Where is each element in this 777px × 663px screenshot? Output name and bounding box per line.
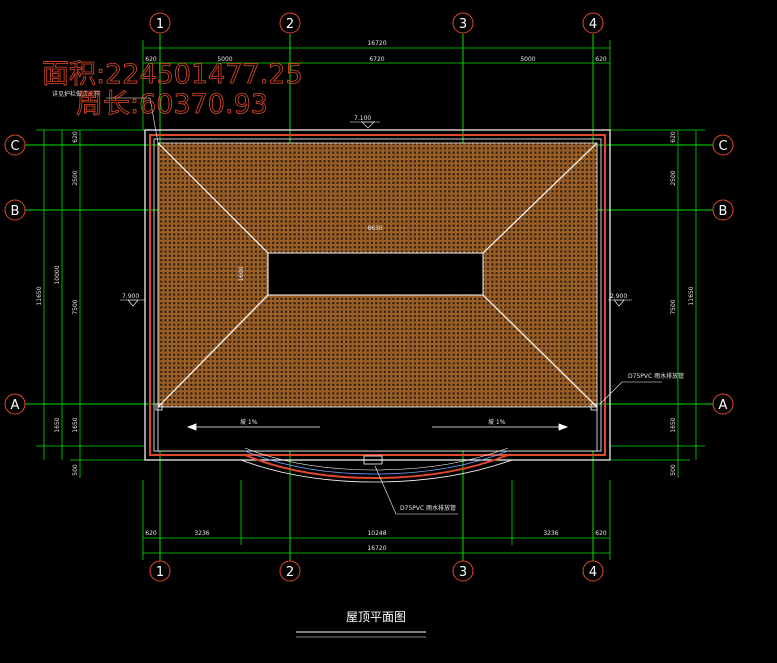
dim-top-overhang-right: 620 [595, 56, 607, 63]
axis-label-col-2-bottom: 2 [286, 565, 294, 580]
top-dimension-labels: 16720 620 5000 6720 5000 620 [145, 40, 607, 63]
elevation-left: 7.900 [122, 293, 139, 300]
drawing-title-block: 屋顶平面图 [296, 610, 426, 638]
dim-top-total: 16720 [367, 40, 386, 47]
area-readout: 面积:224501477.25 [42, 59, 303, 90]
note-railing-detail: 详见护栏做法大样 [52, 90, 100, 98]
roof-opening [267, 252, 484, 296]
perimeter-readout: 周长:60370.93 [76, 89, 268, 120]
axis-label-col-4-bottom: 4 [589, 565, 597, 580]
dim-left-span-cb: 2500 [72, 170, 79, 185]
dim-left-bottom: 500 [72, 464, 79, 476]
axis-label-row-c-left: C [10, 139, 19, 154]
dim-opening-width: 8630 [367, 225, 382, 232]
dim-right-span-ba: 7500 [670, 299, 677, 314]
grid-bubble-labels: 1 2 3 4 1 2 3 4 C B A C B A [10, 17, 727, 580]
dim-bottom-overhang-right: 620 [595, 530, 607, 537]
bottom-dimension-labels: 620 3236 10248 3236 620 16720 [145, 530, 607, 552]
measurement-overlay: 面积:224501477.25 周长:60370.93 [42, 59, 303, 121]
dim-left-total: 11650 [36, 286, 43, 305]
dim-right-overhang-top: 620 [670, 131, 677, 143]
dim-right-span-cb: 2500 [670, 170, 677, 185]
axis-label-row-c-right: C [718, 139, 727, 154]
dim-top-overhang-left: 620 [145, 56, 157, 63]
dim-left-span-a: 1650 [72, 417, 79, 432]
axis-label-row-b-right: B [719, 204, 728, 219]
dim-bottom-span-mid: 10248 [367, 530, 386, 537]
dim-right-total: 11650 [688, 286, 695, 305]
axis-label-row-a-left: A [11, 398, 20, 413]
dim-top-span-left: 5000 [217, 56, 232, 63]
dim-left-span-a-outer: 1650 [54, 417, 61, 432]
elevation-top: 7.100 [354, 115, 371, 122]
dim-right-span-a: 1650 [670, 417, 677, 432]
right-dimension-labels: 620 2500 7500 1650 500 11650 [670, 131, 695, 476]
dim-opening-height: 1600 [238, 266, 245, 281]
axis-label-col-3-bottom: 3 [459, 565, 467, 580]
dim-bottom-overhang-left: 620 [145, 530, 157, 537]
elevation-right: 2.900 [610, 293, 627, 300]
dim-left-overhang-top: 620 [72, 131, 79, 143]
curved-front-edge [150, 454, 605, 480]
dim-left-span-ba: 7500 [72, 299, 79, 314]
slope-label-left: 坡 1% [240, 418, 258, 426]
slope-label-right: 坡 1% [488, 418, 506, 426]
dim-bottom-span-left: 3236 [194, 530, 209, 537]
dim-top-span-right: 5000 [520, 56, 535, 63]
axis-label-row-a-right: A [719, 398, 728, 413]
left-dimension-labels: 620 2500 7500 1650 500 10000 1650 11650 [36, 131, 79, 476]
annotations: 7.100 7.900 2.900 详见护栏做法大样 坡 1% 坡 1% D75… [52, 90, 684, 512]
drain-note-right: D75PVC 雨水排放管 [628, 372, 684, 380]
axis-label-col-1-top: 1 [156, 17, 164, 32]
dim-bottom-total: 16720 [367, 545, 386, 552]
drain-note-bottom: D75PVC 雨水排放管 [400, 504, 456, 512]
dim-left-sub-total: 10000 [54, 265, 61, 284]
axis-label-col-1-bottom: 1 [156, 565, 164, 580]
axis-label-col-2-top: 2 [286, 17, 294, 32]
dim-right-bottom: 500 [670, 464, 677, 476]
grid-bubbles [4, 12, 734, 582]
drawing-title: 屋顶平面图 [346, 610, 406, 624]
dim-bottom-span-right: 3236 [543, 530, 558, 537]
axis-label-row-b-left: B [11, 204, 20, 219]
axis-label-col-4-top: 4 [589, 17, 597, 32]
dim-top-span-mid: 6720 [369, 56, 384, 63]
axis-label-col-3-top: 3 [459, 17, 467, 32]
roof-outline [106, 97, 662, 515]
